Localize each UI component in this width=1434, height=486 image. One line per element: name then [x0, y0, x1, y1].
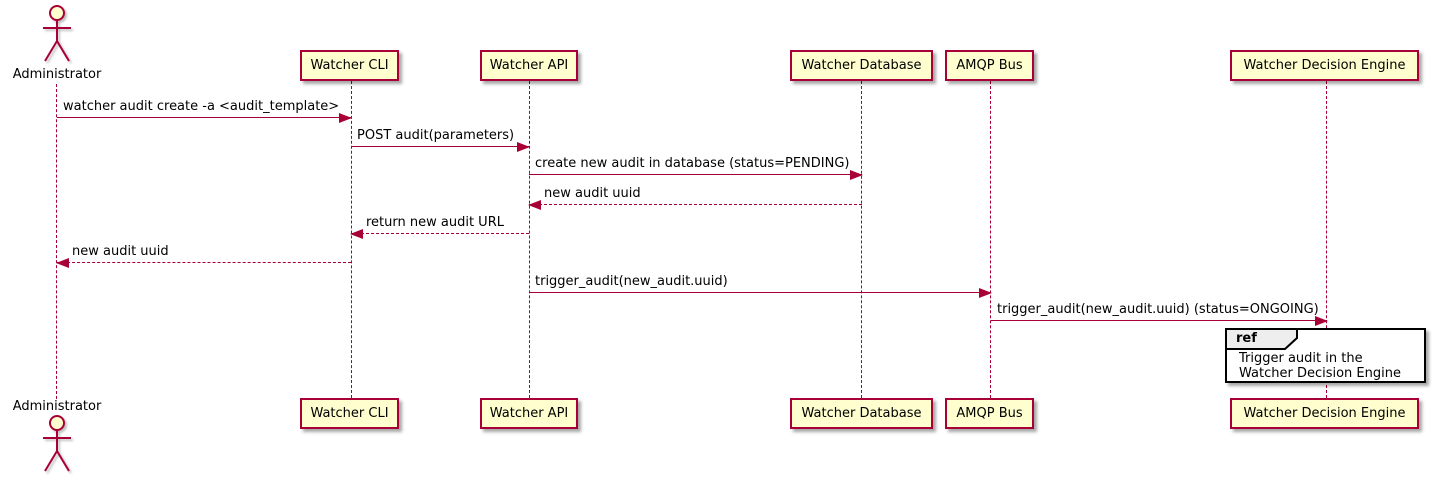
ref-keyword: ref — [1236, 331, 1257, 346]
arrowhead-icon — [350, 229, 363, 239]
lifeline-watcher-decision-engine — [1326, 81, 1327, 398]
ref-tab-icon — [1225, 328, 1298, 350]
message-label: create new audit in database (status=PEN… — [535, 156, 850, 171]
participant-watcher-database-top: Watcher Database — [790, 50, 933, 81]
message-create-audit-db: create new audit in database (status=PEN… — [529, 154, 863, 180]
actor-icon — [43, 415, 71, 472]
actor-administrator-label-bottom: Administrator — [12, 399, 102, 414]
lifeline-watcher-api — [529, 81, 530, 398]
message-trigger-audit-ongoing: trigger_audit(new_audit.uuid) (status=ON… — [991, 300, 1328, 326]
participant-amqp-bus-bottom: AMQP Bus — [945, 398, 1034, 429]
message-label: trigger_audit(new_audit.uuid) (status=ON… — [997, 302, 1319, 317]
participant-watcher-decision-engine-bottom: Watcher Decision Engine — [1230, 398, 1419, 429]
message-new-audit-uuid-db: new audit uuid — [528, 184, 862, 210]
message-label: watcher audit create -a <audit_template> — [63, 99, 340, 114]
message-label: new audit uuid — [544, 186, 641, 201]
participant-watcher-database-bottom: Watcher Database — [790, 398, 933, 429]
arrowhead-icon — [339, 113, 352, 123]
message-label: POST audit(parameters) — [357, 128, 515, 143]
arrowhead-icon — [850, 170, 863, 180]
message-return-audit-url: return new audit URL — [350, 213, 529, 239]
message-trigger-audit: trigger_audit(new_audit.uuid) — [529, 272, 992, 298]
participant-watcher-api-bottom: Watcher API — [480, 398, 578, 429]
ref-fragment: ref Trigger audit in the Watcher Decisio… — [1225, 328, 1426, 383]
participant-watcher-api-top: Watcher API — [480, 50, 578, 81]
participant-watcher-cli-bottom: Watcher CLI — [300, 398, 399, 429]
message-audit-create: watcher audit create -a <audit_template> — [57, 97, 352, 123]
participant-watcher-decision-engine-top: Watcher Decision Engine — [1230, 50, 1419, 81]
ref-text: Trigger audit in the Watcher Decision En… — [1239, 351, 1401, 381]
lifeline-watcher-database — [861, 81, 862, 398]
message-label: new audit uuid — [72, 244, 169, 259]
arrowhead-icon — [56, 258, 69, 268]
message-label: trigger_audit(new_audit.uuid) — [535, 274, 728, 289]
arrowhead-icon — [517, 142, 530, 152]
participant-amqp-bus-top: AMQP Bus — [945, 50, 1034, 81]
lifeline-administrator — [56, 84, 57, 399]
ref-text-line2: Watcher Decision Engine — [1239, 366, 1401, 381]
lifeline-watcher-cli — [351, 81, 352, 398]
ref-text-line1: Trigger audit in the — [1239, 351, 1363, 366]
arrowhead-icon — [979, 288, 992, 298]
arrowhead-icon — [528, 200, 541, 210]
message-label: return new audit URL — [366, 215, 504, 230]
message-new-audit-uuid-admin: new audit uuid — [56, 242, 351, 268]
actor-icon — [43, 5, 71, 62]
arrowhead-icon — [1315, 316, 1328, 326]
participant-watcher-cli-top: Watcher CLI — [300, 50, 399, 81]
message-post-audit: POST audit(parameters) — [351, 126, 530, 152]
actor-administrator-label-top: Administrator — [12, 67, 102, 82]
lifeline-amqp-bus — [990, 81, 991, 398]
